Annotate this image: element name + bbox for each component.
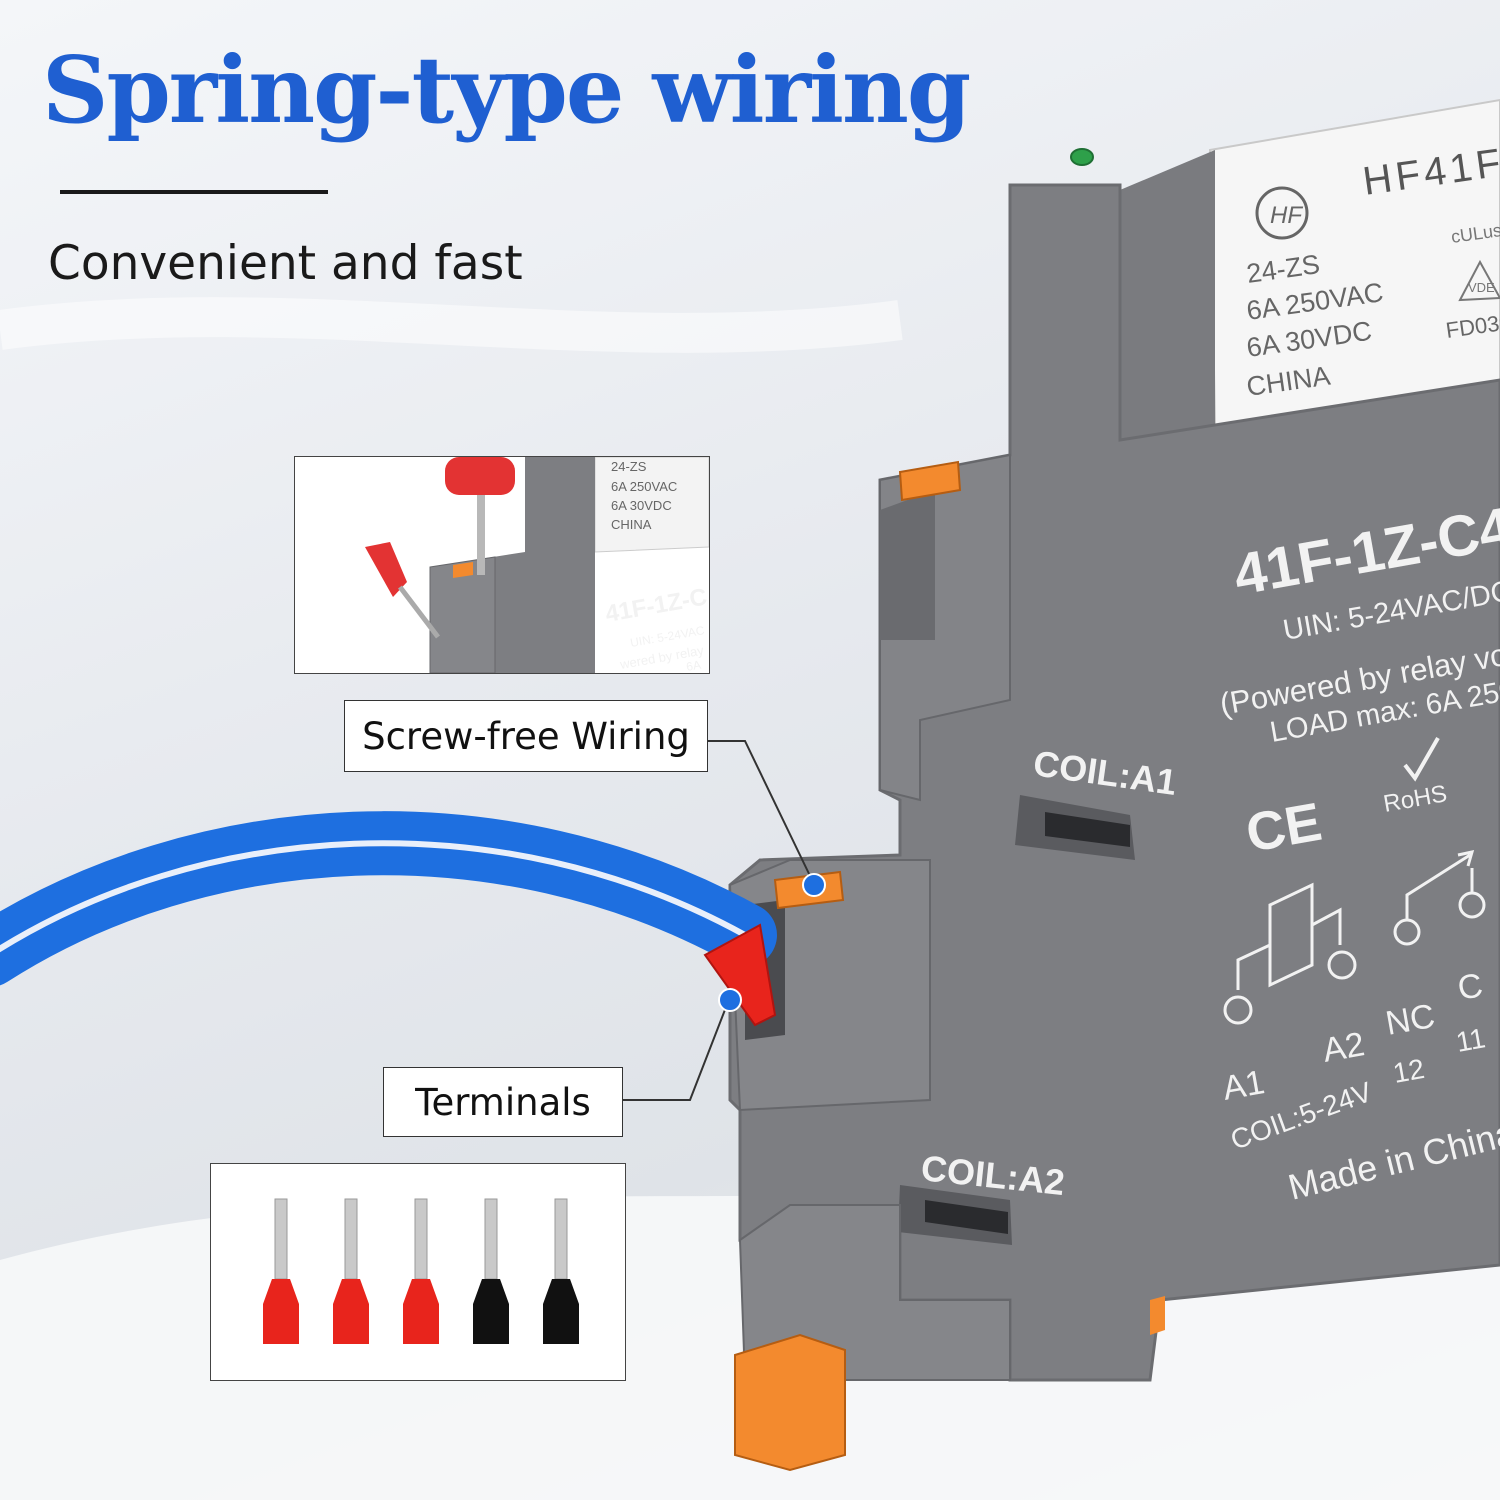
- inset-rating-dc: 6A 30VDC: [611, 498, 672, 513]
- upper-release-icon: [898, 460, 962, 502]
- callout-screw-free-wiring: Screw-free Wiring: [344, 700, 708, 772]
- inset-origin: CHINA: [611, 517, 652, 532]
- callout-leaders: [623, 740, 813, 1101]
- circuit-schematic-icon: [1223, 850, 1486, 1025]
- hf-logo-icon: HF: [1255, 186, 1309, 240]
- vde-icon: VDE: [1458, 259, 1500, 302]
- ferrule-icon: [333, 1198, 369, 1344]
- ferrule-icon: [263, 1198, 299, 1344]
- status-led-icon: [1070, 148, 1094, 166]
- divider-rule: [60, 190, 328, 194]
- rohs-check-icon: [1403, 737, 1440, 782]
- ferrule-icon: [403, 1198, 439, 1344]
- headline: Spring-type wiring: [42, 36, 971, 144]
- release-marker-dot: [802, 873, 826, 897]
- inset-coil-code: 24-ZS: [611, 459, 647, 474]
- pin-11-label: 11: [1454, 1022, 1488, 1058]
- pin-nc-label: NC: [1383, 997, 1438, 1043]
- relay-module: HF41F HF cULus 24-ZS 6A 250VAC 6A 30VDC …: [1070, 98, 1500, 440]
- svg-text:HF: HF: [1270, 202, 1303, 229]
- pin-a2-label: A2: [1320, 1025, 1368, 1070]
- ce-mark: CE: [1242, 792, 1326, 864]
- inset-rating-ac: 6A 250VAC: [611, 479, 677, 494]
- pin-a1-label: A1: [1220, 1063, 1268, 1108]
- socket-housing: [728, 183, 1500, 1472]
- callout-terminals: Terminals: [383, 1067, 623, 1137]
- ferrule-icon: [473, 1198, 509, 1344]
- blue-wire: [0, 811, 777, 1027]
- svg-text:VDE: VDE: [1468, 280, 1495, 295]
- terminal-marker-dot: [718, 988, 742, 1012]
- inset-photo: 24-ZS 6A 250VAC 6A 30VDC CHINA 41F-1Z-C …: [294, 456, 710, 674]
- inset-load: 6A: [685, 658, 702, 673]
- din-latch-icon: [734, 1333, 846, 1472]
- pin-12-label: 12: [1391, 1053, 1427, 1089]
- screwdriver-icon: [445, 457, 515, 495]
- inset-ferrule-icon: [365, 542, 407, 597]
- ferrule-samples-box: [210, 1163, 626, 1381]
- subheadline: Convenient and fast: [48, 236, 523, 291]
- ferrule-icon: [543, 1198, 579, 1344]
